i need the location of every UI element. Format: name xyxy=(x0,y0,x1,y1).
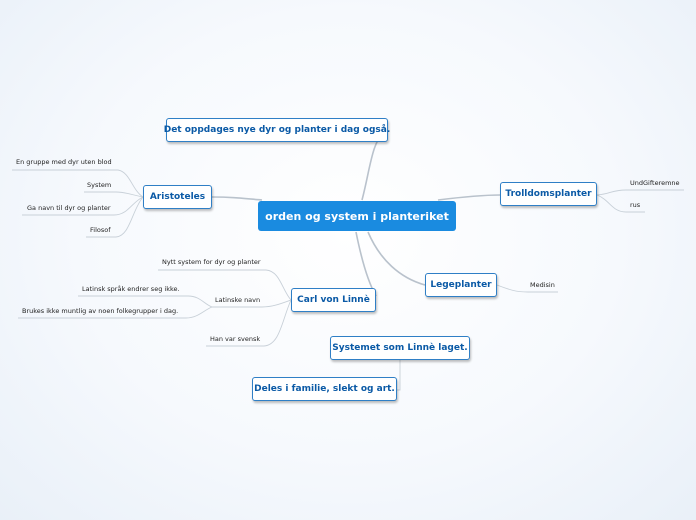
leaf-medisin[interactable]: Medisin xyxy=(530,281,555,289)
leaf-rus[interactable]: rus xyxy=(630,201,641,209)
link-lege xyxy=(367,231,426,286)
leaf-ga-navn[interactable]: Ga navn til dyr og planter xyxy=(27,204,111,212)
leaf-filosof[interactable]: Filosof xyxy=(90,226,111,234)
topic-deles[interactable]: Deles i familie, slekt og art. xyxy=(252,377,397,401)
link-aristoteles xyxy=(211,196,263,201)
leaf-nytt-system[interactable]: Nytt system for dyr og planter xyxy=(162,258,261,266)
topic-systemet[interactable]: Systemet som Linnè laget. xyxy=(330,336,470,360)
link-trolldom xyxy=(437,194,501,201)
topic-aristoteles[interactable]: Aristoteles xyxy=(143,185,212,209)
leaf-system[interactable]: System xyxy=(87,181,112,189)
central-topic[interactable]: orden og system i planteriket xyxy=(258,201,456,231)
leaf-han-var-svensk[interactable]: Han var svensk xyxy=(210,335,261,343)
topic-trolldomsplanter[interactable]: Trolldomsplanter xyxy=(500,182,597,206)
leaf-gruppe[interactable]: En gruppe med dyr uten blod xyxy=(16,158,112,166)
leaf-latinske-navn[interactable]: Latinske navn xyxy=(215,296,261,304)
topic-carl-von-linne[interactable]: Carl von Linnè xyxy=(291,288,376,312)
leaf-latinsk-sprak[interactable]: Latinsk språk endrer seg ikke. xyxy=(82,285,180,293)
link-oppdages xyxy=(361,131,386,201)
leaf-brukes-ikke[interactable]: Brukes ikke muntlig av noen folkegrupper… xyxy=(22,307,179,315)
topic-oppdages[interactable]: Det oppdages nye dyr og planter i dag og… xyxy=(164,118,390,142)
topic-legeplanter[interactable]: Legeplanter xyxy=(425,273,497,297)
leaf-undgifteremne[interactable]: UndGifteremne xyxy=(630,179,680,187)
